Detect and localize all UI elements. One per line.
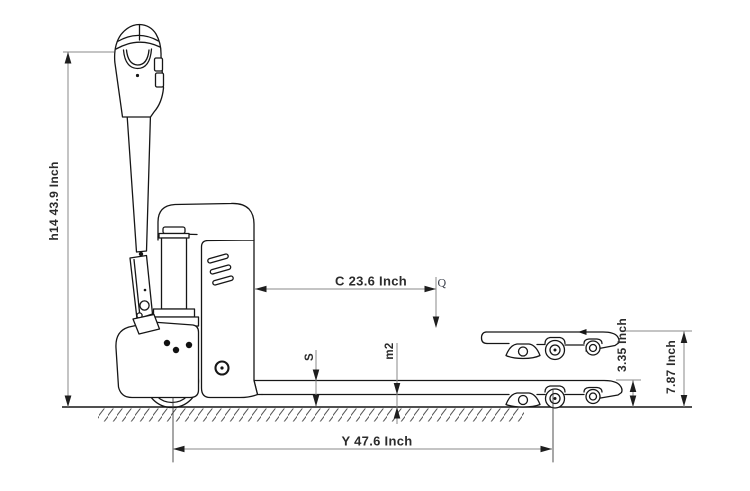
tiller-head [113, 23, 165, 118]
dim-label-m2: m2 [384, 342, 396, 360]
dim-h14 [63, 51, 114, 407]
dim-m2 [393, 343, 401, 424]
dim-raised-height [620, 330, 692, 407]
dim-label-y: Y 47.6 Inch [341, 433, 413, 449]
fork-direction-arrow [578, 329, 587, 335]
fork-lowered [253, 379, 623, 409]
tiller-arm [126, 113, 161, 335]
dim-label-q: Q [437, 275, 447, 290]
vent-slots [207, 253, 234, 286]
motor-cover [200, 239, 259, 399]
dim-label-load-center: C 23.6 Inch [335, 273, 407, 289]
pivot-hub [214, 360, 230, 376]
chassis-cover [115, 321, 200, 399]
dim-q [432, 277, 440, 328]
dimension-lines [63, 51, 692, 453]
hydraulic-cylinder [148, 226, 200, 327]
dim-label-h14: h14 43.9 Inch [47, 161, 61, 241]
dim-c [255, 285, 436, 293]
dim-label-lowered-height: 3.35 Inch [615, 317, 629, 373]
dim-y [173, 445, 552, 453]
dim-s [312, 350, 320, 407]
fork-raised [480, 329, 620, 361]
ground [62, 406, 692, 422]
dim-label-raised-height: 7.87 Inch [664, 339, 678, 395]
dim-lowered-height [616, 379, 641, 407]
ground-hatch [98, 408, 524, 422]
center-lines [172, 388, 554, 463]
dim-label-s: S [304, 353, 316, 361]
